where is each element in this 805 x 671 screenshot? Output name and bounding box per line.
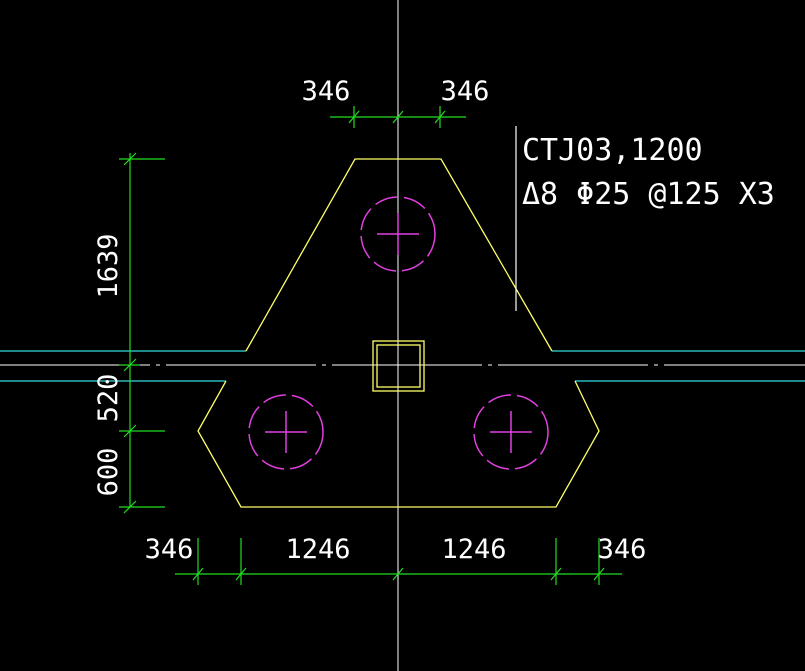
column-outer (372, 340, 425, 392)
beam-lines (0, 350, 805, 382)
annotation-line-1: CTJ03,1200 (522, 133, 703, 168)
dim-vert-middle: 520 (93, 374, 124, 423)
dim-bottom-3: 1246 (441, 534, 506, 565)
dim-bottom-4: 346 (598, 534, 647, 565)
column (372, 340, 425, 392)
dim-bottom-2: 1246 (285, 534, 350, 565)
dim-bottom-1: 346 (145, 534, 194, 565)
pile-left (248, 394, 324, 470)
dim-top-right: 346 (441, 76, 490, 107)
pile-top (360, 196, 436, 272)
cap-upper-trapezoid (245, 158, 553, 352)
pile-cap-outline (197, 158, 600, 508)
dimension-texts: 346 346 1639 520 600 346 1246 1246 346 (93, 76, 646, 565)
dim-vert-upper: 1639 (93, 233, 124, 298)
piles (248, 196, 549, 470)
cap-lower-hexagon (197, 380, 600, 508)
dimension-lines (119, 106, 622, 585)
column-inner (376, 344, 421, 388)
dim-vert-lower: 600 (93, 448, 124, 497)
pile-right (473, 394, 549, 470)
annotation-line-2: Δ8 Φ25 @125 X3 (522, 177, 775, 212)
cap-annotation: CTJ03,1200 Δ8 Φ25 @125 X3 (515, 126, 775, 311)
dim-top-left: 346 (302, 76, 351, 107)
